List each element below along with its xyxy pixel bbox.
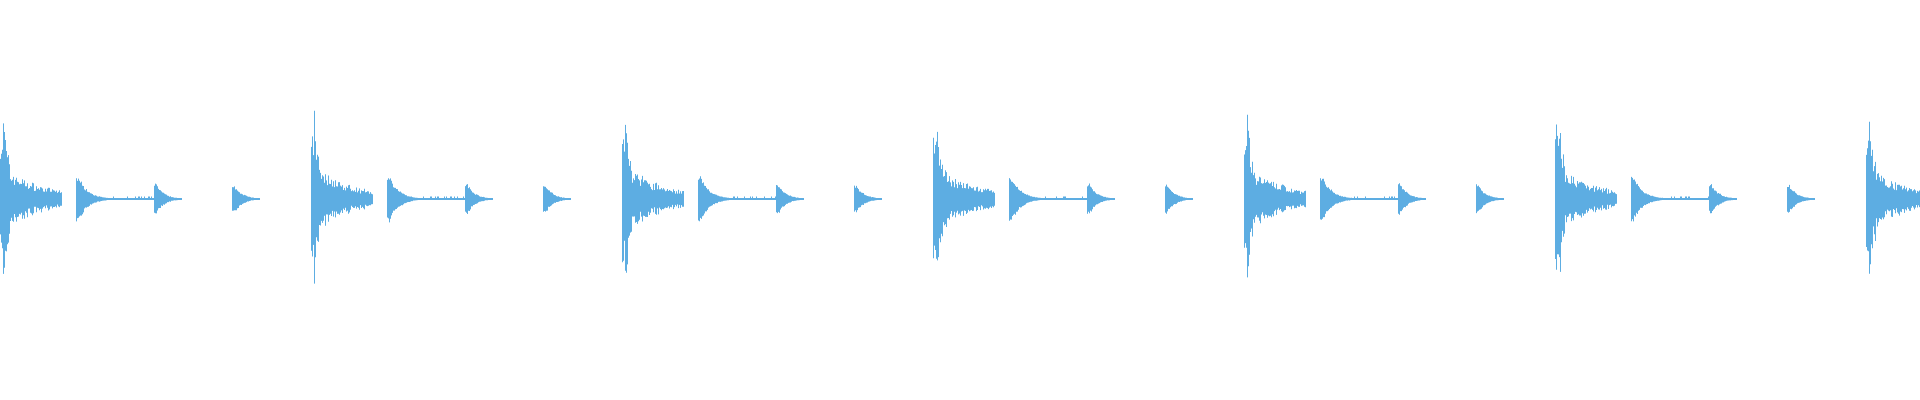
- waveform-hit-third: [1087, 183, 1115, 214]
- waveform-hit-main: [311, 110, 373, 284]
- waveform-hit-main: [1244, 114, 1306, 278]
- waveform-hit-second: [387, 178, 465, 223]
- waveform-hit-main: [622, 124, 684, 273]
- waveform-hit-second: [1320, 178, 1398, 220]
- waveform-hit-third: [1398, 183, 1426, 215]
- waveform-hit-fourth: [1476, 184, 1504, 214]
- waveform-hit-third: [776, 185, 804, 214]
- waveform-hit-fourth: [854, 185, 882, 213]
- waveform-hit-third: [1709, 184, 1737, 214]
- waveform-hit-second: [698, 176, 776, 222]
- waveform-hit-main: [0, 123, 62, 274]
- waveform-hit-third: [465, 184, 493, 214]
- waveform-hit-third: [154, 183, 182, 214]
- waveform-hit-main: [933, 131, 995, 261]
- waveform-hit-second: [76, 178, 154, 222]
- waveform-hit-fourth: [1787, 184, 1815, 213]
- waveform-hit-main: [1555, 124, 1617, 272]
- waveform-hit-main: [1866, 121, 1920, 274]
- waveform-hit-fourth: [543, 186, 571, 212]
- waveform-hit-second: [1631, 176, 1709, 222]
- waveform-hit-second: [1009, 178, 1087, 221]
- waveform-hit-fourth: [1165, 184, 1193, 214]
- waveform-hit-fourth: [232, 186, 260, 211]
